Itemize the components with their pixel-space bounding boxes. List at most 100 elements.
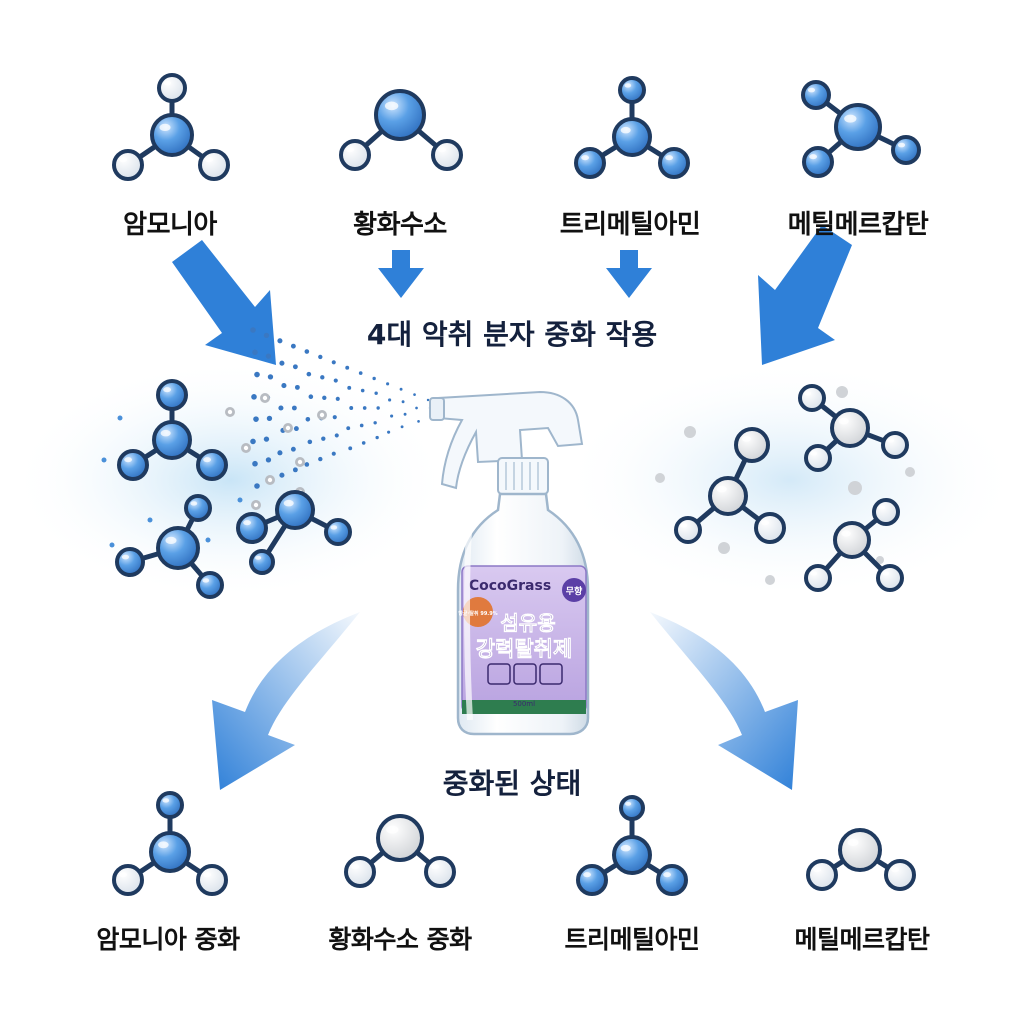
spray-dot — [335, 396, 340, 401]
spray-dot — [400, 425, 404, 429]
spray-dot — [333, 378, 338, 383]
arrow-top-left — [172, 240, 276, 365]
atom-highlight — [847, 838, 859, 847]
molecule-mm-bottom — [806, 828, 916, 891]
spray-dot — [305, 416, 311, 422]
spray-dot — [348, 446, 353, 451]
atom-highlight — [583, 872, 592, 878]
atom — [708, 476, 748, 516]
atom — [834, 103, 882, 151]
spray-dot — [358, 371, 363, 375]
spray-dot — [361, 441, 366, 445]
atom — [152, 420, 192, 460]
spray-dot — [279, 360, 285, 366]
atom-highlight — [384, 101, 399, 111]
spray-dot — [372, 376, 376, 381]
atom — [156, 526, 200, 570]
atom-highlight — [891, 867, 900, 873]
spray-dot — [254, 483, 260, 489]
top-label-trimethylamine: 트리메틸아민 — [559, 210, 701, 240]
atom-highlight — [163, 80, 172, 86]
arrow-bottom-right — [650, 612, 798, 790]
spray-dot — [318, 456, 323, 462]
atom — [656, 864, 688, 896]
atom-highlight — [438, 147, 447, 153]
spray-dot — [359, 423, 364, 428]
spray-dot — [250, 327, 256, 333]
atom — [734, 427, 770, 463]
atom — [112, 149, 144, 181]
atom — [618, 76, 646, 104]
atom-highlight — [741, 436, 751, 442]
spray-dot — [388, 398, 392, 402]
spray-dot — [413, 393, 416, 396]
spray-dot — [345, 365, 350, 370]
atom-highlight — [897, 142, 906, 148]
bottom-label-ammonia: 암모니아 중화 — [96, 925, 240, 954]
spray-dot — [386, 382, 390, 386]
spray-dot — [387, 430, 391, 434]
atom-highlight — [160, 429, 171, 437]
atom-highlight — [807, 87, 816, 93]
spray-particles — [101, 327, 915, 585]
atom — [838, 828, 882, 872]
residue-particle — [655, 473, 665, 483]
spray-bottle: CocoGrass 무향 항균·탈취 99.9% 섬유용 강력탈취제 500ml — [429, 390, 590, 736]
atom-highlight — [158, 841, 169, 849]
atom-highlight — [581, 155, 590, 161]
atom — [156, 379, 188, 411]
spray-dot — [417, 420, 420, 423]
residue-particle — [836, 386, 848, 398]
atom — [150, 113, 194, 157]
atom-highlight — [887, 438, 895, 443]
spray-dot — [265, 353, 272, 359]
spray-dot — [320, 375, 325, 380]
atom-highlight — [810, 571, 818, 576]
atom — [658, 147, 690, 179]
atom-highlight — [203, 457, 212, 463]
spray-dot — [331, 451, 336, 456]
atom — [249, 549, 275, 575]
molecule-ammonia-bottom — [112, 791, 228, 896]
atom-highlight — [159, 123, 171, 131]
atom-highlight — [844, 114, 857, 123]
spray-dot — [304, 462, 310, 467]
atom — [801, 80, 831, 110]
atom-highlight — [202, 578, 210, 583]
right-mist-cloud — [560, 360, 1020, 600]
mist-dot — [237, 497, 243, 503]
atom-highlight — [716, 485, 727, 493]
spray-dot — [426, 398, 430, 402]
spray-dot — [308, 394, 314, 400]
spray-dot — [277, 338, 283, 344]
mist-dot — [147, 517, 153, 523]
spray-dot — [290, 446, 296, 452]
molecule-right-3 — [804, 498, 904, 592]
mist-dot — [205, 537, 211, 543]
atom-highlight — [330, 525, 338, 530]
atom — [798, 384, 826, 412]
spray-dot — [292, 364, 298, 370]
atom — [804, 444, 832, 472]
spray-dot — [263, 436, 270, 442]
molecule-tma-bottom — [576, 795, 688, 896]
atom — [612, 835, 652, 875]
mist-dot — [117, 415, 123, 421]
atom-highlight — [810, 451, 818, 456]
spray-droplet-core — [285, 425, 291, 431]
product-badge: 무향 — [566, 585, 583, 597]
spray-dot — [292, 467, 298, 473]
spray-dot — [254, 371, 260, 378]
atom — [156, 791, 184, 819]
atom-highlight — [620, 844, 631, 852]
atom-highlight — [761, 520, 770, 526]
residue-particle — [684, 426, 696, 438]
spray-droplet-core — [267, 477, 273, 483]
atom-highlight — [813, 867, 822, 873]
atom — [196, 864, 228, 896]
molecule-right-1 — [674, 427, 786, 544]
atom-highlight — [203, 872, 212, 878]
spray-dot — [331, 360, 336, 365]
spray-dot — [267, 374, 274, 380]
